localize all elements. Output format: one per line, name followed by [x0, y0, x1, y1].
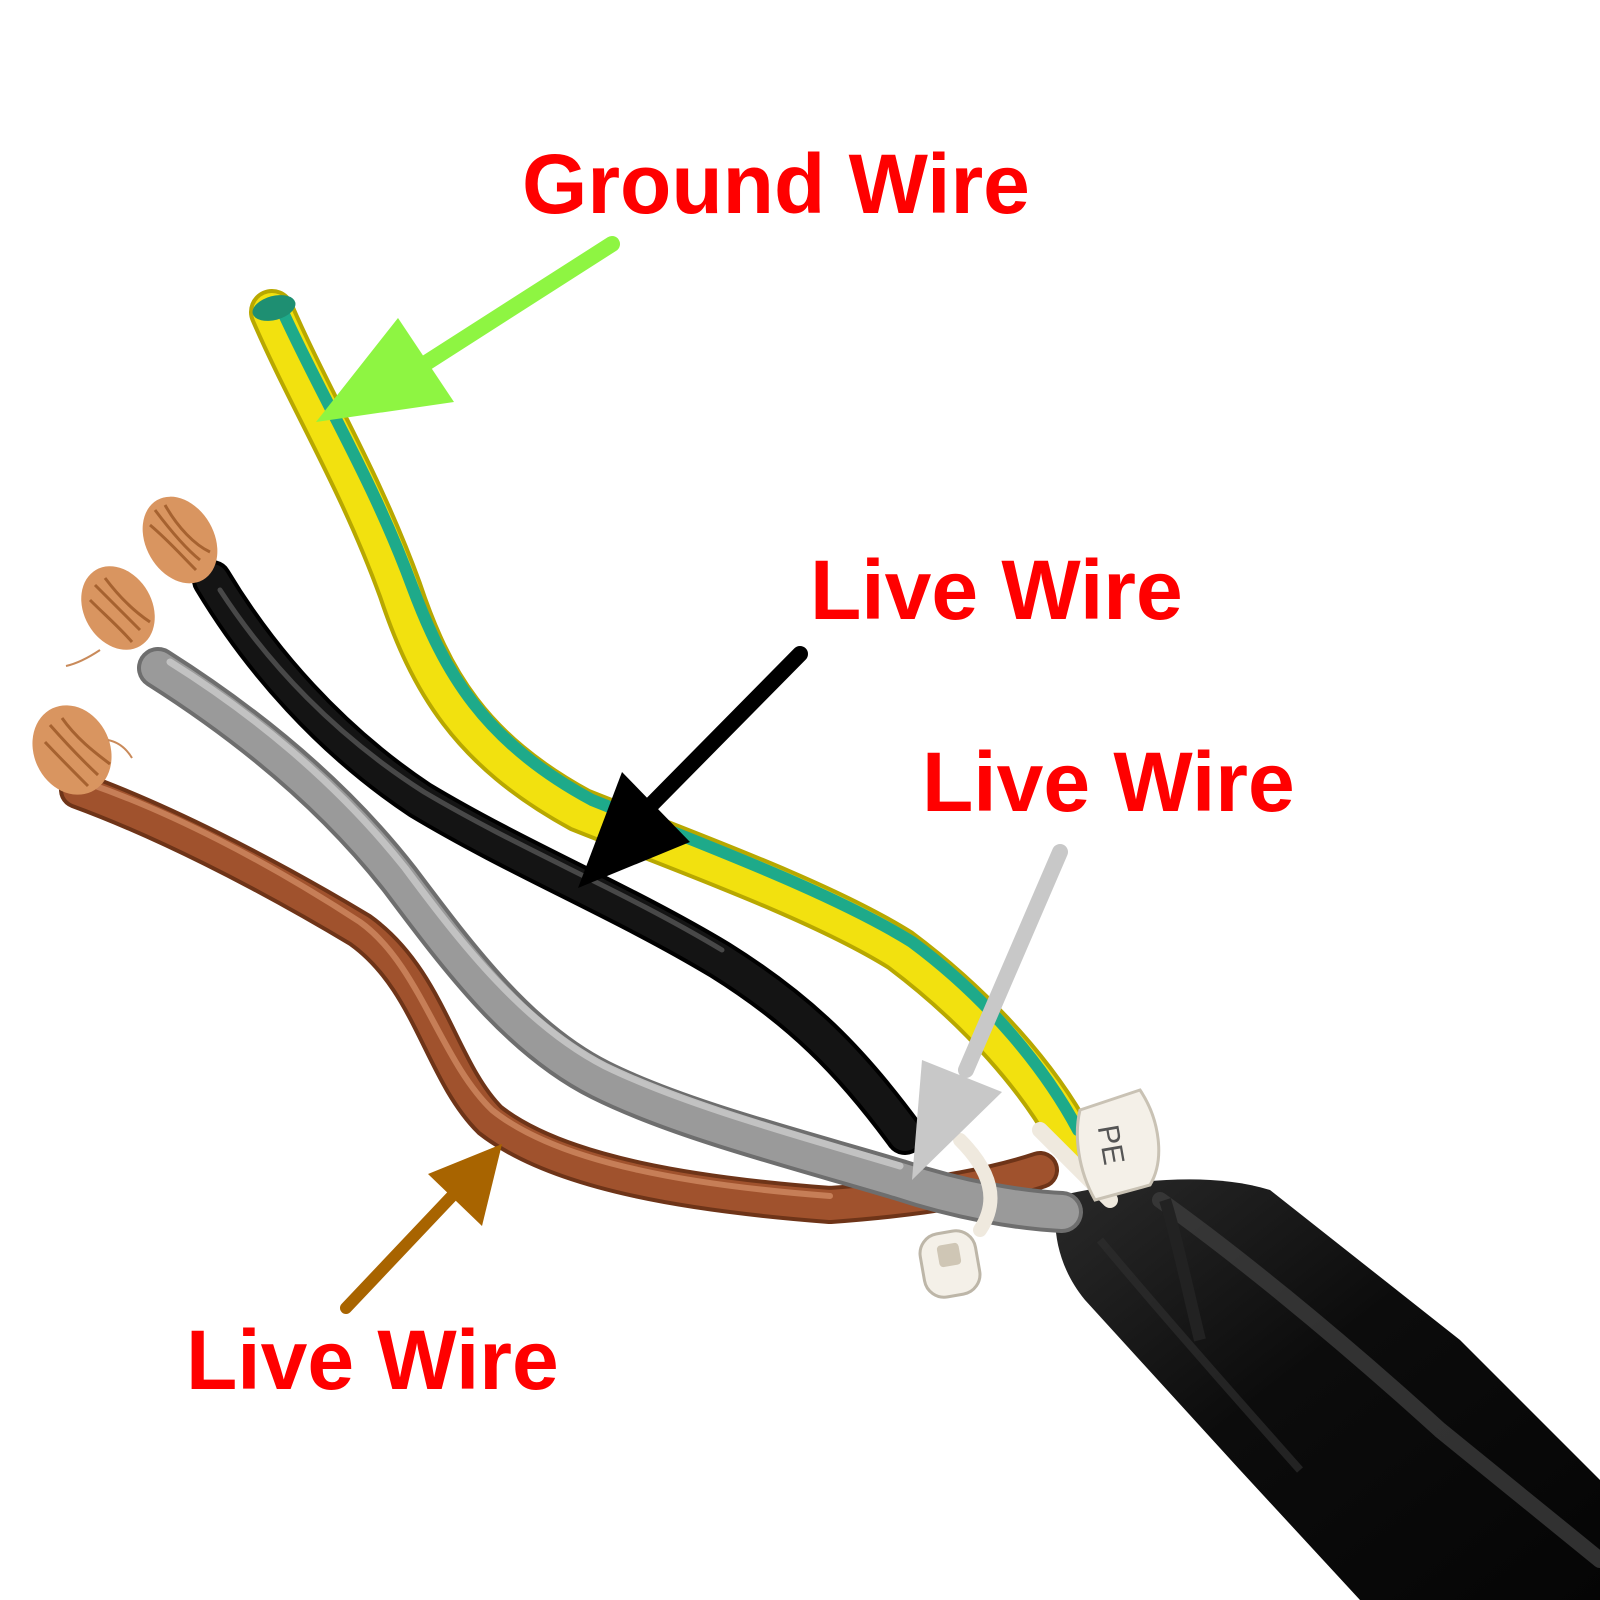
ground-wire-label: Ground Wire — [522, 137, 1030, 231]
pe-sleeve-marking: PE — [1090, 1122, 1131, 1168]
copper-strands — [32, 496, 218, 795]
pe-sleeve — [1075, 1088, 1161, 1202]
ground-wire — [249, 289, 1095, 1163]
brown-wire — [59, 771, 1059, 1225]
grey-wire-arrow — [912, 844, 1068, 1180]
cable-jacket — [1055, 1179, 1600, 1600]
black-live-wire-label: Live Wire — [810, 543, 1183, 637]
ground-wire-arrow — [316, 236, 620, 422]
brown-wire-arrow — [340, 1144, 502, 1314]
brown-live-wire-label: Live Wire — [186, 1313, 559, 1407]
grey-live-wire-label: Live Wire — [922, 735, 1295, 829]
grey-wire — [137, 647, 1083, 1233]
black-wire-arrow — [578, 646, 808, 888]
black-wire — [192, 560, 925, 1155]
